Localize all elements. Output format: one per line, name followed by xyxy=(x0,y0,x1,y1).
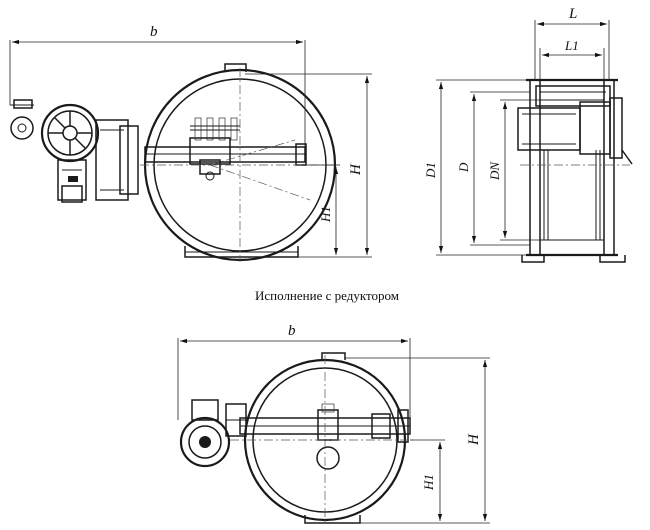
bottom-h-label: H xyxy=(466,433,482,446)
bottom-view-dimensions xyxy=(177,338,490,524)
side-d1-label: D1 xyxy=(423,162,438,179)
bottom-b-label: b xyxy=(288,323,296,339)
bottom-h1-label: H1 xyxy=(421,474,436,491)
side-dn-label: DN xyxy=(487,161,502,181)
bottom-view-drawing xyxy=(179,352,415,525)
top-h-label: H xyxy=(348,163,364,176)
side-view-drawing xyxy=(517,78,633,263)
side-view-dimensions xyxy=(436,20,610,256)
top-view-dimensions xyxy=(9,39,372,258)
side-l1-label: L1 xyxy=(564,38,579,53)
top-view-drawing xyxy=(10,63,340,262)
top-b-label: b xyxy=(150,24,158,40)
top-h1-label: H1 xyxy=(318,206,333,223)
side-d-label: D xyxy=(456,162,471,173)
caption-text: Исполнение с редуктором xyxy=(255,288,399,303)
side-l-label: L xyxy=(568,6,577,22)
